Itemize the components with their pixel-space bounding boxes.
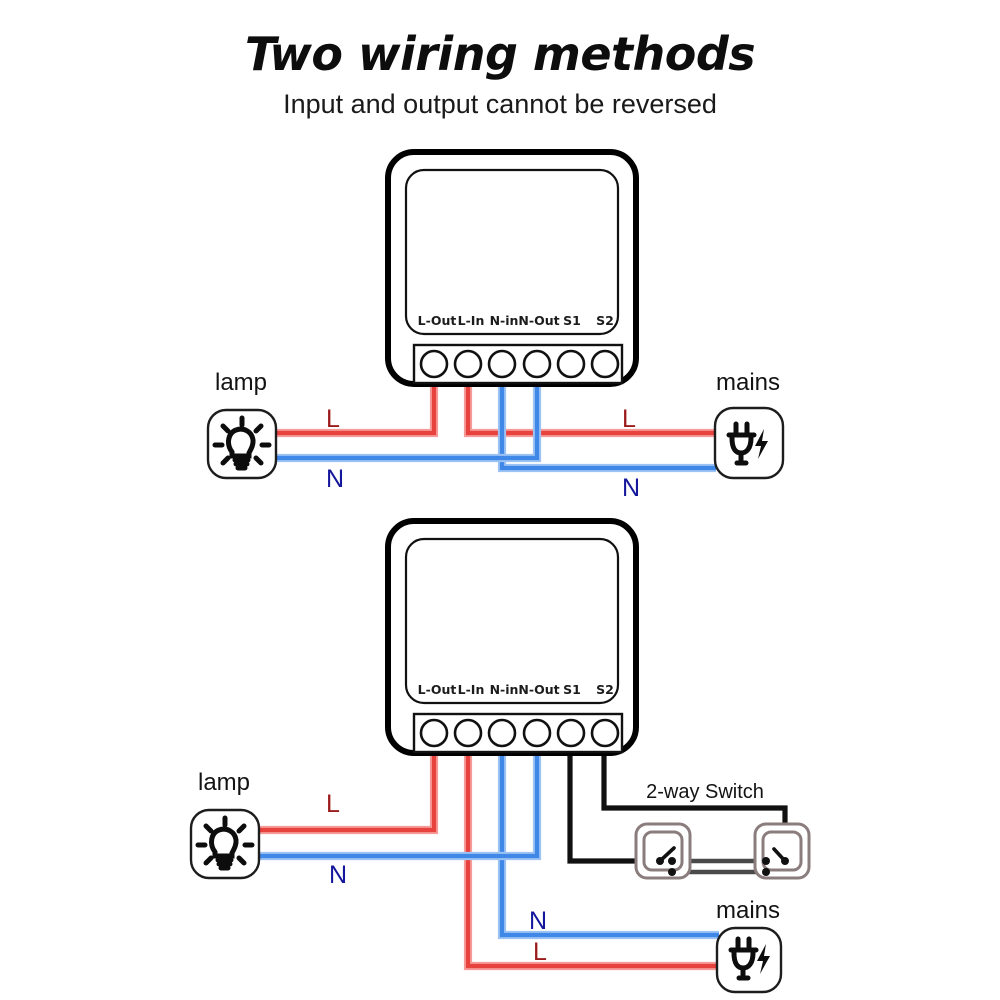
d1-terminal-hole-2 (453, 349, 483, 379)
d1-terminal-hole-1 (419, 349, 449, 379)
d2-wires (258, 730, 788, 971)
d1-terminal-label-s1: S1 (563, 313, 581, 328)
d2-terminal-hole-5 (556, 718, 586, 748)
d1-mains-label: mains (716, 369, 780, 396)
d2-wire-n-in-core (499, 730, 719, 938)
d2-wire-s1 (567, 730, 660, 864)
power-plug-icon (726, 421, 768, 466)
d2-terminal-label-n-out: N-Out (518, 682, 559, 697)
d2-switch-label: 2-way Switch (646, 781, 764, 803)
d2-terminal-hole-2 (453, 718, 483, 748)
d2-relay-module: L-Out L-In N-in N-Out S1 S2 (385, 518, 639, 756)
d2-label-l-left: L (326, 790, 340, 818)
light-bulb-icon (195, 815, 255, 871)
d1-terminal-hole-4 (522, 349, 552, 379)
d2-switch-left-lever (658, 846, 676, 863)
d1-terminal-label-l-out: L-Out (418, 313, 457, 328)
d2-two-way-switch-group: 2-way Switch (634, 781, 811, 880)
d1-label-n-left: N (326, 465, 344, 493)
d1-terminal-hole-6 (590, 349, 620, 379)
d1-label-n-right: N (622, 474, 640, 502)
d2-switch-left-contact-1 (668, 857, 676, 865)
d2-wire-l-in-core (465, 730, 719, 969)
d2-terminal-label-l-in: L-In (458, 682, 485, 697)
d1-terminal-hole-3 (487, 349, 517, 379)
diagram-two-way: L-Out L-In N-in N-Out S1 S2 lamp (189, 518, 811, 994)
d1-terminal-label-s2: S2 (596, 313, 614, 328)
page-header: Two wiring methods Input and output cann… (0, 0, 1000, 120)
d2-wire-l-out-core (258, 730, 437, 833)
d1-terminal-hole-5 (556, 349, 586, 379)
d2-mains-node: mains (715, 897, 783, 994)
d2-terminal-label-s2: S2 (596, 682, 614, 697)
d1-case-inner (404, 168, 620, 336)
d1-wire-n-out-core (275, 360, 540, 461)
light-bulb-icon (212, 415, 272, 471)
d2-terminal-hole-6 (590, 718, 620, 748)
d2-lamp-label: lamp (198, 769, 250, 796)
d2-mains-label: mains (716, 897, 780, 924)
d1-label-l-right: L (622, 405, 636, 433)
d2-switch-right-lever (772, 847, 787, 863)
d2-terminal-label-n-in: N-in (490, 682, 519, 697)
d2-mains-icon-frame (715, 926, 783, 994)
d2-switch-right-contact-2 (762, 868, 770, 876)
diagram-one-way: L-Out L-In N-in N-Out S1 S2 lamp (206, 149, 785, 502)
d2-terminal-label-l-out: L-Out (418, 682, 457, 697)
d1-terminal-label-n-in: N-in (490, 313, 519, 328)
page-subtitle: Input and output cannot be reversed (283, 89, 717, 120)
d2-terminal-hole-3 (487, 718, 517, 748)
d1-terminal-label-n-out: N-Out (518, 313, 559, 328)
d2-label-n-left: N (329, 861, 347, 889)
rocker-switch-icon-left[interactable] (634, 822, 692, 880)
d1-label-l-left: L (326, 405, 340, 433)
d2-switch-left-inner (642, 830, 684, 872)
d1-terminal-block (412, 343, 624, 385)
d1-terminal-label-l-in: L-In (458, 313, 485, 328)
d1-lamp-node: lamp (206, 369, 278, 480)
d1-mains-node: mains (713, 369, 785, 480)
d2-terminal-hole-1 (419, 718, 449, 748)
power-plug-icon (728, 936, 770, 981)
d2-switch-right-contact-1 (762, 857, 770, 865)
d2-terminal-hole-4 (522, 718, 552, 748)
d2-case-inner (404, 537, 620, 705)
d2-label-n-right: N (529, 907, 547, 935)
d2-terminal-block (412, 712, 624, 754)
d2-wire-n-out-core (258, 730, 540, 859)
page-title: Two wiring methods (244, 27, 756, 81)
rocker-switch-icon-right[interactable] (753, 822, 811, 880)
d1-lamp-label: lamp (215, 369, 267, 396)
d2-lamp-node: lamp (189, 769, 261, 880)
d1-relay-module: L-Out L-In N-in N-Out S1 S2 (385, 149, 639, 387)
d2-switch-right-inner (761, 830, 803, 872)
d2-switch-left-contact-2 (668, 868, 676, 876)
d2-label-l-right: L (533, 938, 547, 966)
d1-wire-n-in-core (499, 360, 716, 471)
d2-terminal-label-s1: S1 (563, 682, 581, 697)
